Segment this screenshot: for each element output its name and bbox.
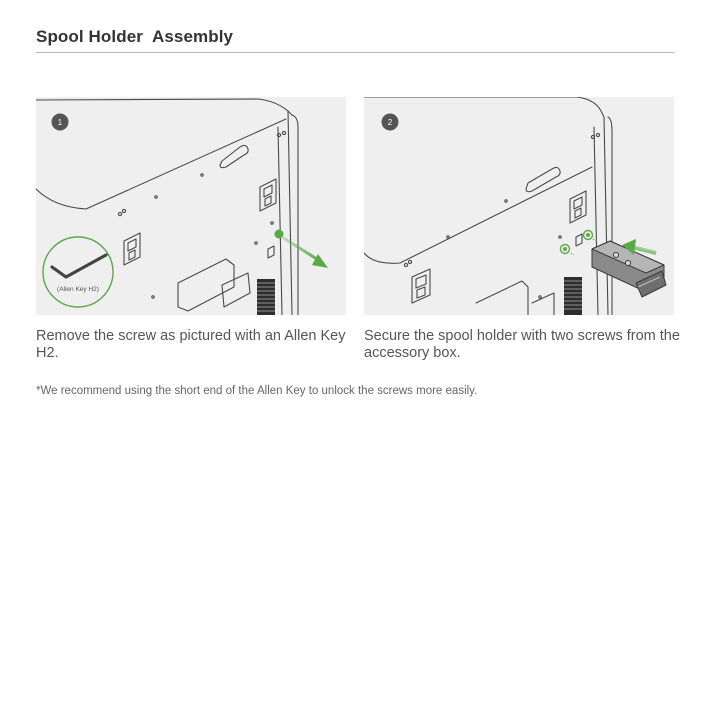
step-2-badge: 2	[388, 118, 393, 127]
allen-key-icon	[50, 253, 108, 279]
step-1-illustration: 1 (Allen Key H2)	[36, 97, 346, 315]
allen-key-label: (Allen Key H2)	[57, 286, 99, 293]
printer-rear-remove-screw-illustration: 1 (Allen Key H2)	[36, 98, 328, 315]
step-1-caption: Remove the screw as pictured with an All…	[36, 328, 346, 361]
page-title: Spool Holder Assembly	[36, 27, 234, 46]
step-2-illustration: 2	[364, 97, 674, 315]
printer-rear-attach-spool-holder-illustration: 2	[364, 97, 667, 315]
step-1-badge: 1	[58, 118, 63, 127]
footnote: *We recommend using the short end of the…	[36, 385, 478, 397]
step-2-caption: Secure the spool holder with two screws …	[364, 328, 680, 361]
title-divider	[36, 52, 674, 53]
